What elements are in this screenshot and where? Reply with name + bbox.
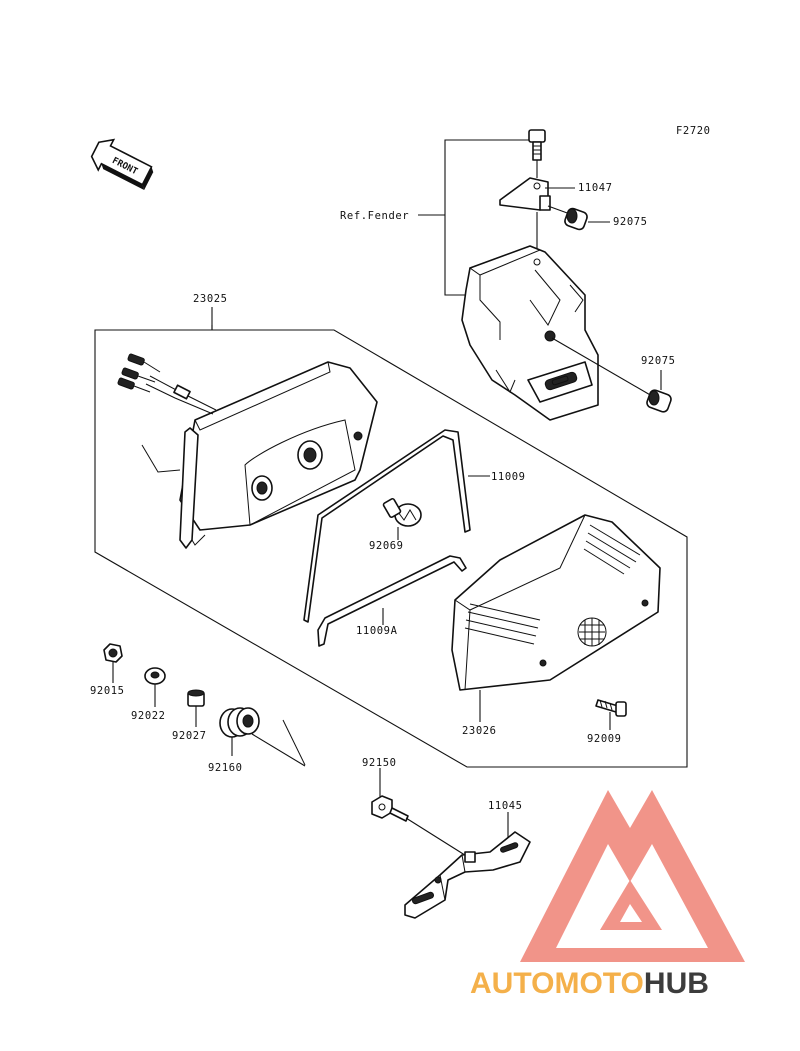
hint-mark-left bbox=[141, 444, 181, 473]
tail-lamp-base bbox=[117, 353, 378, 549]
bolt-92150 bbox=[371, 768, 469, 858]
label-23026: 23026 bbox=[462, 725, 497, 737]
nut-92075-lower bbox=[551, 337, 672, 413]
washer-92022 bbox=[144, 667, 166, 707]
watermark-logo bbox=[520, 790, 745, 962]
nut-92075-top bbox=[547, 205, 610, 231]
assembly-outline bbox=[94, 307, 688, 768]
grommet-92160 bbox=[219, 707, 306, 767]
label-11045: 11045 bbox=[488, 800, 523, 812]
ref-fender-bracket bbox=[418, 139, 530, 296]
label-11009A: 11009A bbox=[356, 625, 398, 637]
watermark-word-dark: HUB bbox=[644, 967, 709, 1000]
label-92150: 92150 bbox=[362, 757, 397, 769]
watermark-wordmark: AUTOMOTOHUB bbox=[470, 967, 709, 1000]
bracket-11045 bbox=[404, 812, 531, 919]
label-92075-lower: 92075 bbox=[641, 355, 676, 367]
front-arrow-icon: FRONT bbox=[90, 138, 154, 191]
collar-92027 bbox=[187, 689, 205, 727]
logo-triangle-hole bbox=[620, 904, 642, 922]
lens-23026 bbox=[451, 514, 661, 722]
watermark-word-light: AUTOMOTO bbox=[470, 967, 644, 1000]
label-11009: 11009 bbox=[491, 471, 526, 483]
label-92160: 92160 bbox=[208, 762, 243, 774]
figure-code: F2720 bbox=[676, 125, 711, 137]
label-92069: 92069 bbox=[369, 540, 404, 552]
label-92022: 92022 bbox=[131, 710, 166, 722]
bracket-11047 bbox=[499, 177, 575, 262]
gasket-11009 bbox=[303, 429, 490, 623]
bulb-92069-icon bbox=[382, 498, 422, 540]
nut-92015 bbox=[103, 643, 123, 683]
bolt-top bbox=[528, 129, 546, 178]
gasket-11009a bbox=[317, 555, 467, 647]
label-92009: 92009 bbox=[587, 733, 622, 745]
lens-ridges bbox=[464, 524, 641, 645]
label-92075-top: 92075 bbox=[613, 216, 648, 228]
label-92027: 92027 bbox=[172, 730, 207, 742]
logo-triangle-core bbox=[600, 880, 662, 930]
fender-housing bbox=[461, 245, 599, 421]
label-11047: 11047 bbox=[578, 182, 613, 194]
label-92015: 92015 bbox=[90, 685, 125, 697]
ref-fender-label: Ref.Fender bbox=[340, 210, 409, 222]
label-23025: 23025 bbox=[193, 293, 228, 305]
screw-92009 bbox=[595, 699, 627, 730]
